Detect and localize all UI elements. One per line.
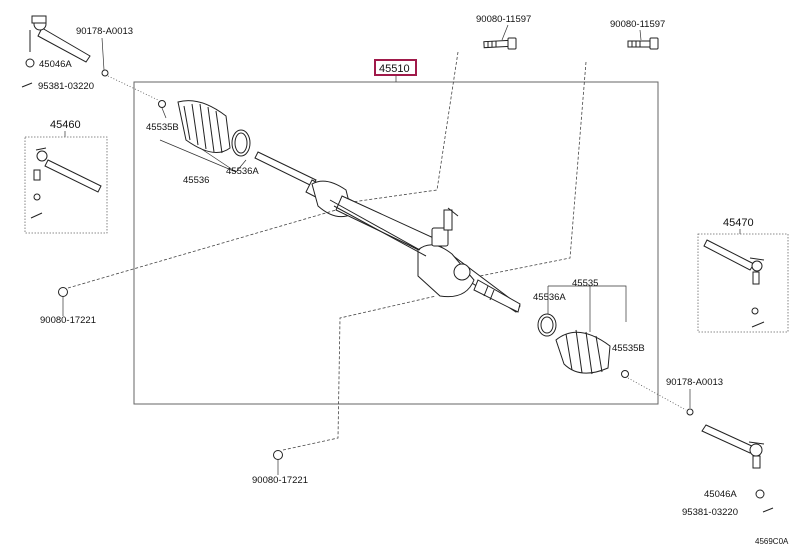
lock-nut-right-part bbox=[755, 489, 765, 499]
subbox-45460 bbox=[24, 136, 108, 234]
nut-top-left-part bbox=[101, 69, 109, 77]
assembly-label-45510[interactable]: 45510 bbox=[374, 59, 417, 76]
label-clamp-left: 45536A bbox=[226, 166, 259, 177]
bolt-left-part bbox=[483, 37, 517, 50]
label-cotter-pin-right: 95381-03220 bbox=[682, 507, 738, 518]
clip-left-part bbox=[158, 100, 166, 108]
tie-rod-end-top-left bbox=[29, 15, 91, 63]
label-cotter-pin-left: 95381-03220 bbox=[38, 81, 94, 92]
label-bolt-left: 90080-11597 bbox=[476, 14, 531, 25]
label-boot-left: 45536 bbox=[183, 175, 209, 186]
nut-bottom-right-part bbox=[686, 408, 694, 416]
assembly-label-text: 45510 bbox=[379, 63, 410, 75]
label-nut-lower-left: 90080-17221 bbox=[40, 315, 96, 326]
label-tie-rod-end-left: 45460 bbox=[50, 119, 81, 131]
nut-lower-center-part bbox=[273, 450, 283, 460]
clip-right-part bbox=[621, 370, 629, 378]
subbox-45470 bbox=[697, 233, 789, 333]
boot-right-part bbox=[555, 329, 611, 375]
label-tie-rod-end-nut-right: 90178-A0013 bbox=[666, 377, 723, 388]
label-clip-right: 45535B bbox=[612, 343, 645, 354]
lock-nut-left-part bbox=[25, 58, 35, 68]
diagram-id: 4569C0A bbox=[755, 537, 789, 546]
label-lock-nut-left: 45046A bbox=[39, 59, 72, 70]
label-boot-right: 45535 bbox=[572, 278, 598, 289]
label-tie-rod-end-right: 45470 bbox=[723, 217, 754, 229]
cotter-pin-left-part bbox=[21, 82, 33, 88]
tie-rod-end-right-part bbox=[703, 239, 765, 328]
label-bolt-right: 90080-11597 bbox=[610, 19, 665, 30]
cotter-pin-right-part bbox=[762, 507, 774, 513]
boot-left-part bbox=[177, 100, 231, 154]
tie-rod-end-left-part bbox=[30, 147, 102, 219]
nut-lower-left-part bbox=[58, 287, 68, 297]
label-clamp-right: 45536A bbox=[533, 292, 566, 303]
tie-rod-end-bottom-right bbox=[701, 424, 765, 469]
label-clip-left: 45535B bbox=[146, 122, 179, 133]
steering-rack-assembly bbox=[254, 151, 521, 313]
bolt-right-part bbox=[627, 37, 659, 50]
label-lock-nut-right: 45046A bbox=[704, 489, 737, 500]
label-nut-lower-center: 90080-17221 bbox=[252, 475, 308, 486]
label-tie-rod-end-nut-left: 90178-A0013 bbox=[76, 26, 133, 37]
